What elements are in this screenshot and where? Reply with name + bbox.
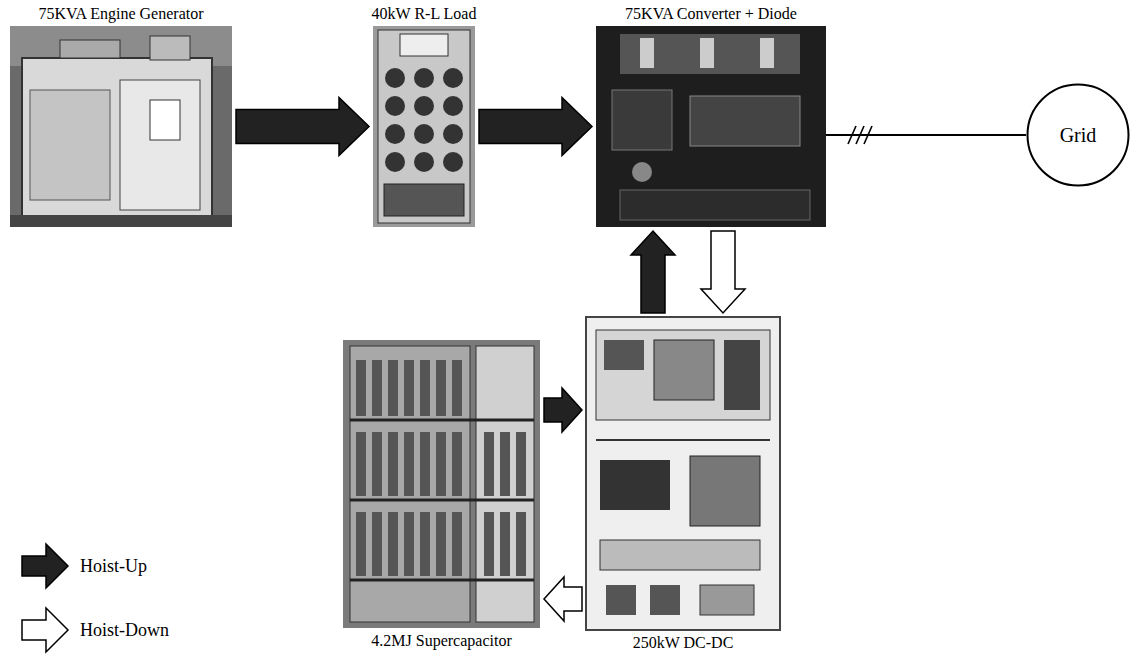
rl-load: 40kW R-L Load [373, 26, 475, 227]
node-label: Grid [1060, 124, 1097, 146]
generator-photo [10, 26, 232, 227]
photo-caption: 40kW R-L Load [372, 5, 477, 23]
photo-caption: 250kW DC-DC [633, 634, 734, 652]
hoist-up-arrow [544, 388, 582, 432]
three-phase-line [826, 126, 1026, 144]
hoist-down-arrow [544, 577, 582, 621]
legend-sample-hoist-down [22, 608, 68, 652]
converter: 75KVA Converter + Diode [596, 26, 826, 227]
dcdc-photo [586, 317, 780, 630]
supercapacitor-photo [343, 340, 540, 628]
legend-sample-hoist-up [22, 544, 68, 588]
engine-generator: 75KVA Engine Generator [10, 26, 232, 227]
dcdc-converter: 250kW DC-DC [586, 317, 780, 630]
photo-caption: 4.2MJ Supercapacitor [371, 632, 511, 650]
hoist-up-arrow [479, 98, 592, 156]
supercapacitor: 4.2MJ Supercapacitor [343, 340, 540, 628]
photo-caption: 75KVA Engine Generator [39, 5, 204, 23]
load-bank-photo [373, 26, 475, 227]
hoist-up-arrow [631, 231, 675, 313]
converter-photo [596, 26, 826, 227]
legend-text: Hoist-Up [80, 556, 147, 576]
legend-text: Hoist-Down [80, 620, 169, 640]
hoist-down-arrow [701, 231, 745, 313]
photo-caption: 75KVA Converter + Diode [625, 5, 797, 23]
hoist-up-arrow [236, 98, 369, 156]
grid-circle: Grid [1026, 83, 1130, 187]
